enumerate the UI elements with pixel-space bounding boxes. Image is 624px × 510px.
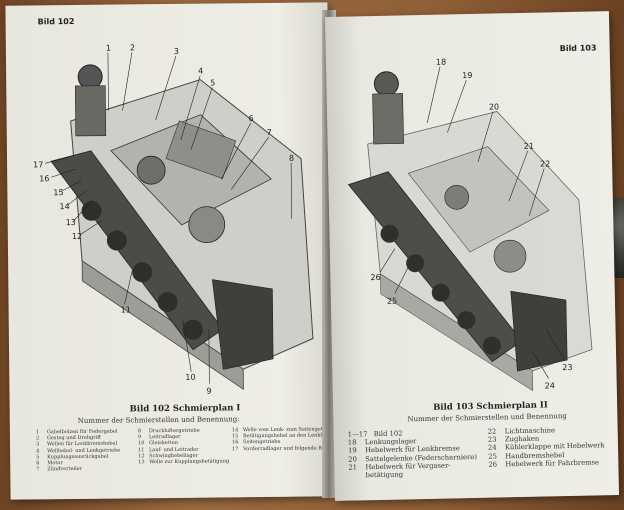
right-page: Bild 103 18 19 20 [324,11,620,501]
callout-13: 13 [66,218,76,227]
callout-6: 6 [249,114,254,123]
right-caption-subtitle: Nummer der Schmierstellen und Benennung [407,412,567,424]
callout-2: 2 [130,43,135,52]
callout-1: 1 [106,44,111,53]
callout-25: 25 [387,297,397,306]
callout-15: 15 [53,188,63,197]
callout-19: 19 [462,71,472,80]
callout-10: 10 [185,373,195,382]
callout-3: 3 [174,47,179,56]
right-caption-title: Bild 103 Schmierplan II [433,400,548,413]
callout-12: 12 [72,232,82,241]
callout-20: 20 [489,102,499,111]
callout-8: 8 [289,154,294,163]
left-caption-title: Bild 102 Schmierplan I [129,403,241,415]
left-page: Bild 102 [5,2,343,500]
callout-5: 5 [210,79,215,88]
vehicle-illustration-right: 18 19 20 21 22 23 24 25 26 [347,58,593,392]
callout-26: 26 [370,273,380,282]
callout-24: 24 [545,381,555,390]
callout-7: 7 [267,128,272,137]
callout-16: 16 [39,174,49,183]
callout-4: 4 [198,67,203,76]
callout-18: 18 [436,58,446,67]
callout-11: 11 [121,305,131,314]
legend-row: betätigung [365,470,404,480]
callout-21: 21 [524,142,534,151]
callout-9: 9 [206,387,211,396]
left-caption-subtitle: Nummer der Schmierstellen und Benennung: [77,415,240,425]
callout-14: 14 [59,202,69,211]
callout-23: 23 [562,363,572,372]
vehicle-illustration-left: 1 2 3 4 5 6 7 8 9 10 11 12 13 14 15 16 1… [33,43,314,396]
callout-17: 17 [33,160,43,169]
callout-22: 22 [540,159,550,168]
left-page-header: Bild 102 [37,16,75,27]
